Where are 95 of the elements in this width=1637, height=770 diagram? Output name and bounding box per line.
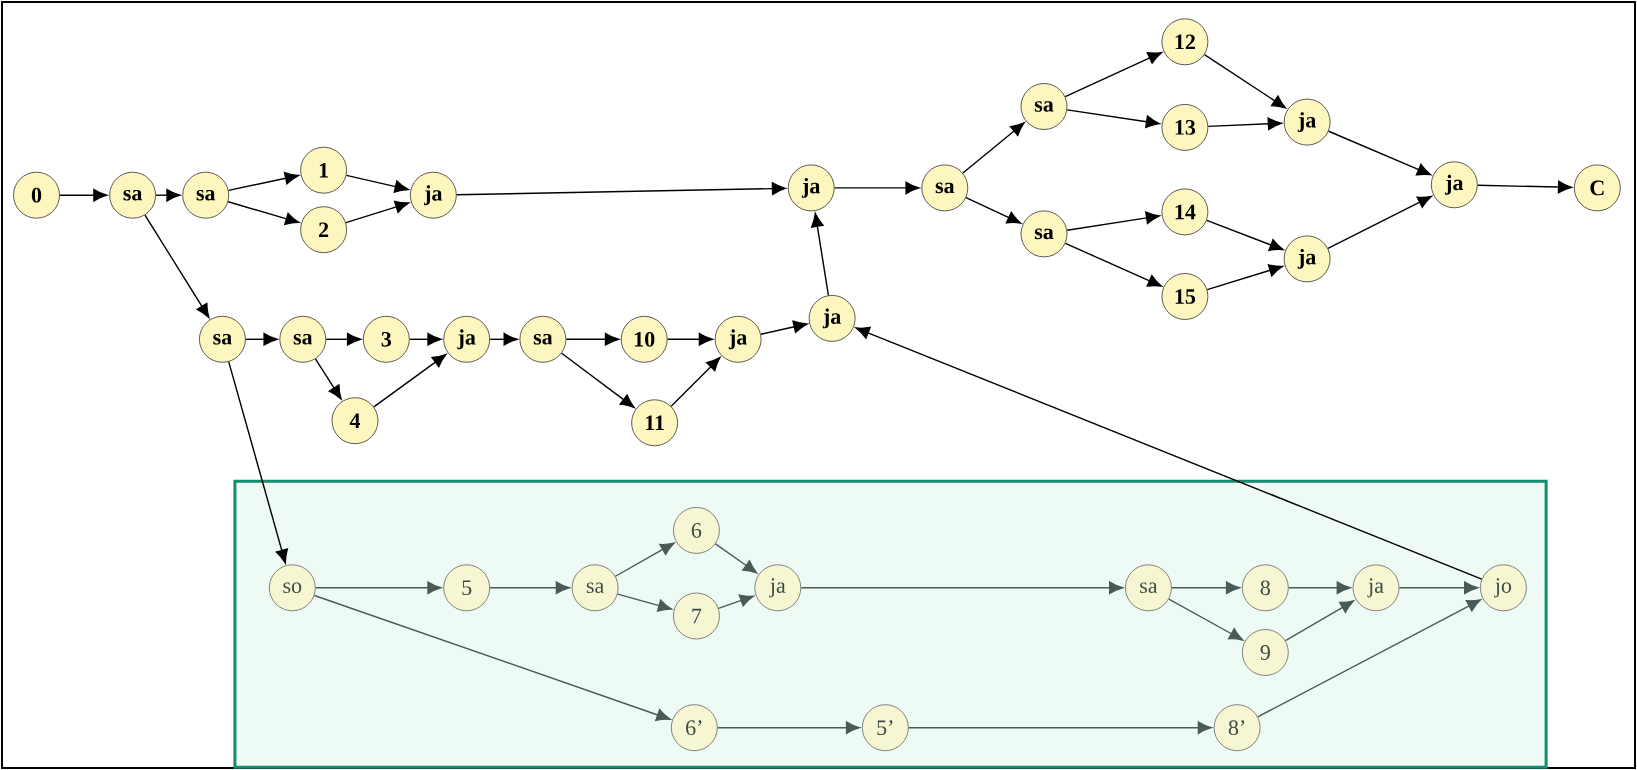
circle-node: C: [1573, 164, 1621, 212]
circle-node: ja: [808, 295, 856, 342]
arrow: [800, 581, 1124, 595]
arrow: [962, 122, 1025, 174]
circle-node: ja: [714, 315, 762, 363]
arrow: [245, 332, 278, 346]
arrow: [345, 200, 410, 224]
arrow: [1284, 600, 1355, 642]
circle-node: ja: [754, 564, 802, 612]
arrow: [1064, 51, 1163, 98]
circle-node: 15: [1161, 273, 1209, 320]
arrow: [1066, 109, 1160, 129]
circle-node: sa: [1020, 83, 1068, 130]
circle-node: ja: [1430, 161, 1478, 209]
arrow: [155, 188, 181, 202]
circle-node: 3: [362, 315, 410, 363]
arrow: [965, 197, 1022, 224]
circle-node: 8’: [1213, 704, 1261, 752]
arrow: [1168, 598, 1244, 641]
arrow: [714, 543, 758, 574]
arrow: [1064, 242, 1162, 287]
arrow: [1203, 53, 1287, 109]
group-box: [233, 479, 1548, 769]
circle-node: 11: [631, 399, 678, 447]
arrow: [227, 201, 300, 225]
arrow: [227, 171, 299, 192]
circle-node: ja: [1352, 564, 1400, 612]
arrow: [325, 332, 362, 346]
arrow: [1206, 219, 1284, 251]
arrow: [228, 361, 288, 564]
circle-node: ja: [443, 315, 491, 363]
arrow: [833, 181, 920, 195]
arrow: [666, 332, 713, 346]
arrow: [1066, 211, 1160, 231]
arrow: [811, 212, 830, 296]
circle-node: 7: [673, 592, 720, 640]
arrow: [313, 594, 671, 722]
circle-node: 6’: [670, 704, 718, 752]
arrow: [315, 581, 442, 595]
arrow: [1398, 581, 1479, 595]
circle-node: jo: [1480, 564, 1527, 612]
arrow: [1206, 264, 1284, 291]
arrow: [409, 332, 442, 346]
circle-node: sa: [1125, 564, 1172, 612]
circle-node: 9: [1241, 629, 1289, 676]
arrow: [1327, 195, 1432, 250]
circle-node: 6: [673, 507, 720, 554]
arrow: [1207, 117, 1282, 131]
circle-node: sa: [571, 564, 619, 612]
circle-node: 0: [13, 171, 60, 219]
circle-node: sa: [199, 315, 246, 363]
arrow: [855, 326, 1483, 580]
arrow: [717, 594, 755, 610]
arrow: [616, 593, 673, 612]
circle-node: 1: [300, 146, 347, 194]
arrow: [565, 332, 620, 346]
circle-node: 4: [331, 397, 379, 445]
arrow: [1477, 180, 1573, 194]
circle-node: ja: [787, 164, 835, 212]
circle-node: sa: [279, 315, 327, 363]
arrow: [1288, 581, 1351, 595]
circle-node: sa: [921, 164, 969, 212]
circle-node: 5: [443, 564, 491, 612]
arrow: [456, 182, 787, 196]
arrow: [717, 721, 861, 735]
circle-node: ja: [1283, 235, 1331, 283]
circle-node: 2: [300, 206, 347, 254]
circle-node: sa: [109, 171, 156, 219]
circle-node: 5’: [861, 704, 909, 752]
circle-node: 14: [1161, 188, 1209, 236]
arrow: [59, 188, 108, 202]
arrow: [1257, 599, 1482, 718]
circle-node: 8: [1241, 564, 1289, 612]
arrow: [144, 214, 210, 318]
arrow: [1171, 581, 1241, 595]
circle-node: ja: [1283, 98, 1331, 146]
arrow: [314, 358, 342, 400]
arrow: [670, 356, 721, 407]
circle-node: sa: [1020, 210, 1068, 258]
arrow: [489, 581, 570, 595]
circle-node: 10: [620, 315, 668, 363]
circle-node: so: [268, 564, 316, 612]
circle-node: 13: [1161, 104, 1209, 151]
circle-node: sa: [519, 315, 567, 363]
arrow: [560, 352, 635, 408]
arrow: [614, 542, 675, 577]
circle-node: sa: [182, 171, 230, 219]
arrow: [760, 320, 808, 335]
arrow: [1327, 130, 1432, 176]
arrow: [345, 174, 409, 193]
arrow: [489, 332, 518, 346]
arrow: [908, 721, 1212, 735]
arrow: [373, 353, 447, 408]
circle-node: ja: [409, 171, 457, 219]
circle-node: 12: [1161, 18, 1209, 66]
